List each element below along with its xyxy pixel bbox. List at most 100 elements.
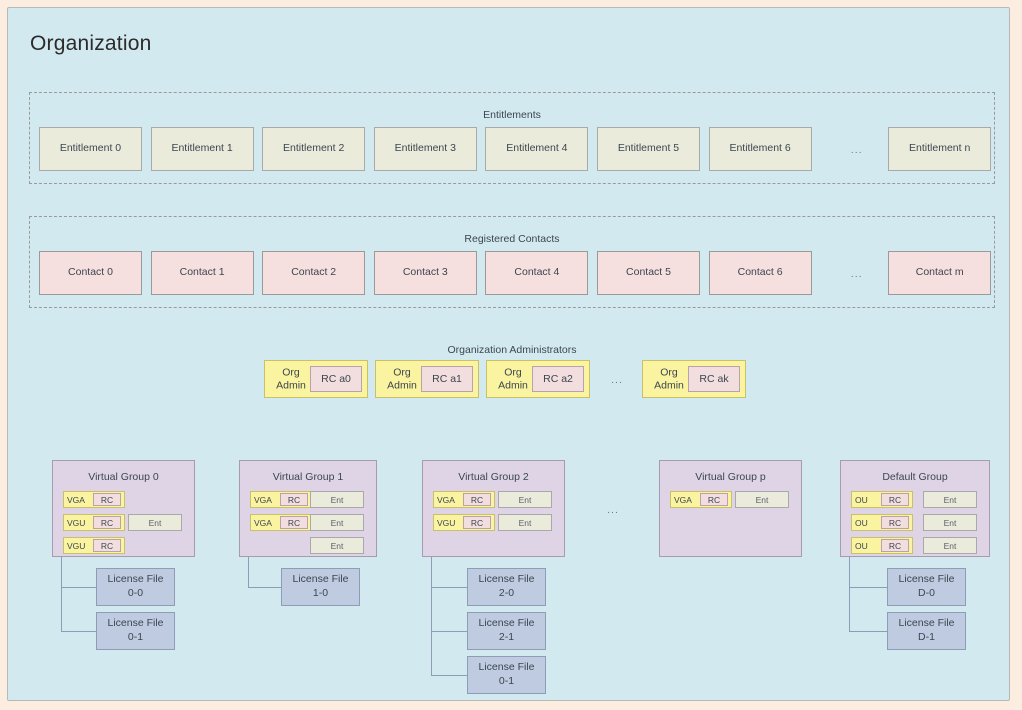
group-member-chip[interactable]: OU RC [851, 491, 913, 508]
group-member-chip[interactable]: VGA RC [670, 491, 732, 508]
group-entitlement-box[interactable]: Ent [498, 514, 552, 531]
group-member-registered-contact[interactable]: RC [881, 516, 909, 529]
group-member-role: OU [855, 540, 868, 551]
entitlement-box[interactable]: Entitlement 6 [708, 127, 812, 171]
organization-container: Organization Entitlements Registered Con… [7, 7, 1010, 701]
group-member-registered-contact[interactable]: RC [93, 493, 121, 506]
group-member-role: VGA [254, 494, 272, 505]
contact-box[interactable]: Contact 1 [150, 251, 254, 295]
contact-box[interactable]: Contact 4 [485, 251, 589, 295]
admin-registered-contact[interactable]: RC a1 [421, 366, 473, 392]
group-member-registered-contact[interactable]: RC [700, 493, 728, 506]
contact-box[interactable]: Contact 2 [262, 251, 366, 295]
admin-role-label: Org Admin [654, 366, 684, 391]
license-file-box[interactable]: License File 0-1 [467, 656, 546, 694]
contact-box[interactable]: Contact 0 [39, 251, 142, 295]
group-member-chip[interactable]: VGA RC [433, 491, 495, 508]
group-member-registered-contact[interactable]: RC [881, 539, 909, 552]
group-member-registered-contact[interactable]: RC [463, 493, 491, 506]
group-entitlement-box[interactable]: Ent [923, 514, 977, 531]
entitlement-box[interactable]: Entitlement 1 [150, 127, 254, 171]
contact-box[interactable]: Contact 3 [373, 251, 477, 295]
group-member-registered-contact[interactable]: RC [93, 539, 121, 552]
group-member-chip[interactable]: OU RC [851, 514, 913, 531]
license-file-box[interactable]: License File D-1 [887, 612, 966, 650]
entitlement-box-last[interactable]: Entitlement n [888, 127, 992, 171]
license-file-box[interactable]: License File 1-0 [281, 568, 360, 606]
entitlement-box[interactable]: Entitlement 3 [373, 127, 477, 171]
group-entitlement-box[interactable]: Ent [128, 514, 182, 531]
group-entitlement-box[interactable]: Ent [310, 514, 364, 531]
group-member-chip[interactable]: VGA RC [250, 514, 312, 531]
group-member-registered-contact[interactable]: RC [280, 493, 308, 506]
admin-role-label: Org Admin [387, 366, 417, 391]
entitlements-ellipsis: ... [850, 144, 863, 156]
admin-registered-contact[interactable]: RC ak [688, 366, 740, 392]
group-license-connector-horizontal [431, 587, 467, 588]
group-license-connector-vertical [248, 557, 249, 587]
contacts-frame [29, 216, 995, 308]
group-license-connector-vertical [431, 557, 432, 675]
virtual-group-title: Virtual Group p [695, 471, 766, 483]
license-file-box[interactable]: License File 0-1 [96, 612, 175, 650]
page-title: Organization [30, 32, 152, 55]
entitlement-box[interactable]: Entitlement 5 [597, 127, 700, 171]
group-member-registered-contact[interactable]: RC [463, 516, 491, 529]
group-member-chip[interactable]: VGA RC [63, 491, 125, 508]
group-member-role: VGA [67, 494, 85, 505]
license-file-box[interactable]: License File 2-1 [467, 612, 546, 650]
group-entitlement-box[interactable]: Ent [735, 491, 789, 508]
group-license-connector-vertical [849, 557, 850, 631]
group-entitlement-box[interactable]: Ent [923, 491, 977, 508]
admin-registered-contact[interactable]: RC a2 [532, 366, 584, 392]
group-license-connector-horizontal [849, 587, 887, 588]
group-entitlement-box[interactable]: Ent [498, 491, 552, 508]
group-member-role: VGU [67, 517, 86, 528]
contact-box[interactable]: Contact 6 [708, 251, 812, 295]
group-entitlement-box[interactable]: Ent [923, 537, 977, 554]
group-member-role: VGA [254, 517, 272, 528]
group-member-chip[interactable]: OU RC [851, 537, 913, 554]
group-member-registered-contact[interactable]: RC [93, 516, 121, 529]
license-file-box[interactable]: License File 2-0 [467, 568, 546, 606]
license-file-box[interactable]: License File D-0 [887, 568, 966, 606]
group-member-registered-contact[interactable]: RC [881, 493, 909, 506]
group-entitlement-box[interactable]: Ent [310, 537, 364, 554]
group-member-registered-contact[interactable]: RC [280, 516, 308, 529]
admin-role-label: Org Admin [276, 366, 306, 391]
entitlements-frame [29, 92, 995, 184]
group-member-role: OU [855, 494, 868, 505]
license-file-box[interactable]: License File 0-0 [96, 568, 175, 606]
contacts-ellipsis: ... [850, 268, 863, 280]
group-license-connector-horizontal [431, 631, 467, 632]
contacts-caption: Registered Contacts [464, 233, 560, 245]
entitlement-box[interactable]: Entitlement 4 [485, 127, 589, 171]
group-entitlement-box[interactable]: Ent [310, 491, 364, 508]
group-member-role: OU [855, 517, 868, 528]
group-member-chip[interactable]: VGU RC [63, 514, 125, 531]
group-member-role: VGA [437, 494, 455, 505]
entitlements-caption: Entitlements [483, 109, 541, 121]
group-license-connector-horizontal [248, 587, 281, 588]
entitlement-box[interactable]: Entitlement 0 [39, 127, 142, 171]
group-license-connector-horizontal [61, 587, 96, 588]
virtual-group-title: Virtual Group 1 [272, 471, 344, 483]
contact-box-last[interactable]: Contact m [888, 251, 992, 295]
admin-registered-contact[interactable]: RC a0 [310, 366, 362, 392]
group-member-chip[interactable]: VGA RC [250, 491, 312, 508]
contact-box[interactable]: Contact 5 [597, 251, 700, 295]
entitlement-box[interactable]: Entitlement 2 [262, 127, 366, 171]
virtual-group-title: Default Group [882, 471, 948, 483]
group-member-role: VGA [674, 494, 692, 505]
